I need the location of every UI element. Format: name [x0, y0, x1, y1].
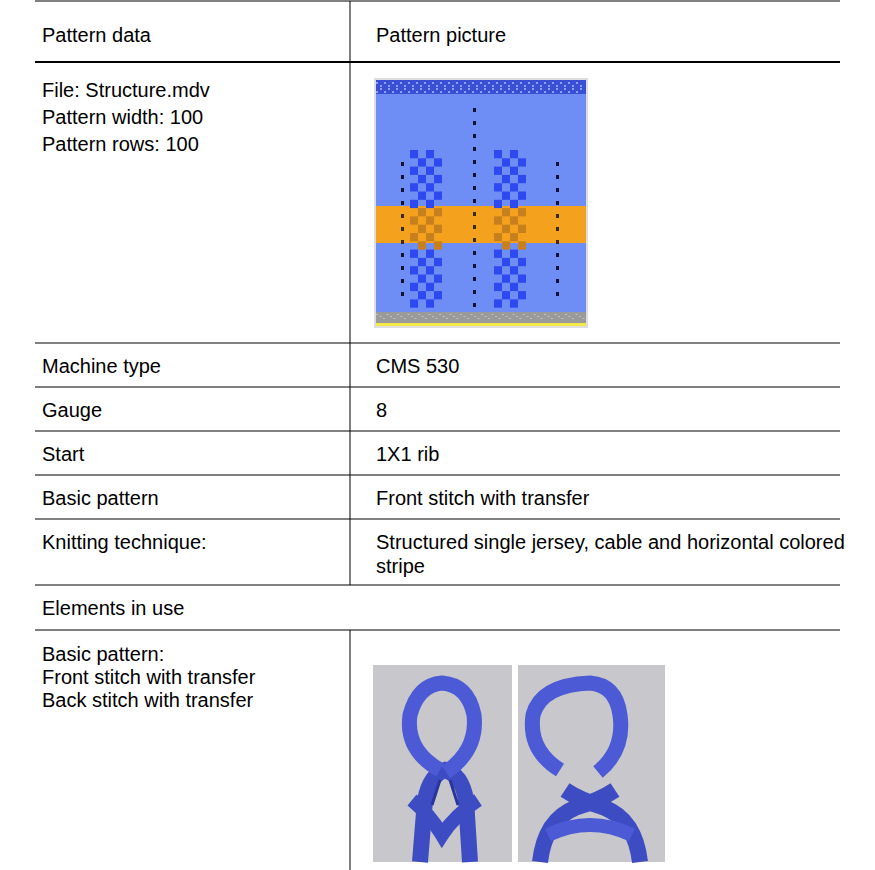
- table-cell: Pattern rows: 100: [42, 132, 332, 156]
- table-cell: Elements in use: [42, 596, 442, 620]
- table-cell: 1X1 rib: [376, 442, 676, 466]
- table-cell: 8: [376, 398, 676, 422]
- table-cell: Start: [42, 442, 332, 466]
- table-cell: Knitting technique:: [42, 530, 332, 554]
- table-cell: Front stitch with transfer: [376, 486, 776, 510]
- column-header: Pattern data: [42, 23, 332, 47]
- table-cell: CMS 530: [376, 354, 676, 378]
- column-header: Pattern picture: [376, 23, 676, 47]
- table-cell: Gauge: [42, 398, 332, 422]
- table-cell: Machine type: [42, 354, 332, 378]
- pattern-picture: [374, 78, 588, 328]
- table-cell: File: Structure.mdv: [42, 78, 332, 102]
- table-cell: Basic pattern:: [42, 642, 342, 666]
- table-cell: Structured single jersey, cable and hori…: [376, 530, 846, 578]
- table-rules: [35, 1, 840, 870]
- back-stitch-image: [518, 665, 665, 862]
- table-cell: Back stitch with transfer: [42, 688, 342, 712]
- table-cell: Front stitch with transfer: [42, 665, 342, 689]
- table-cell: Pattern width: 100: [42, 105, 332, 129]
- table-cell: Basic pattern: [42, 486, 332, 510]
- front-stitch-image: [373, 665, 512, 862]
